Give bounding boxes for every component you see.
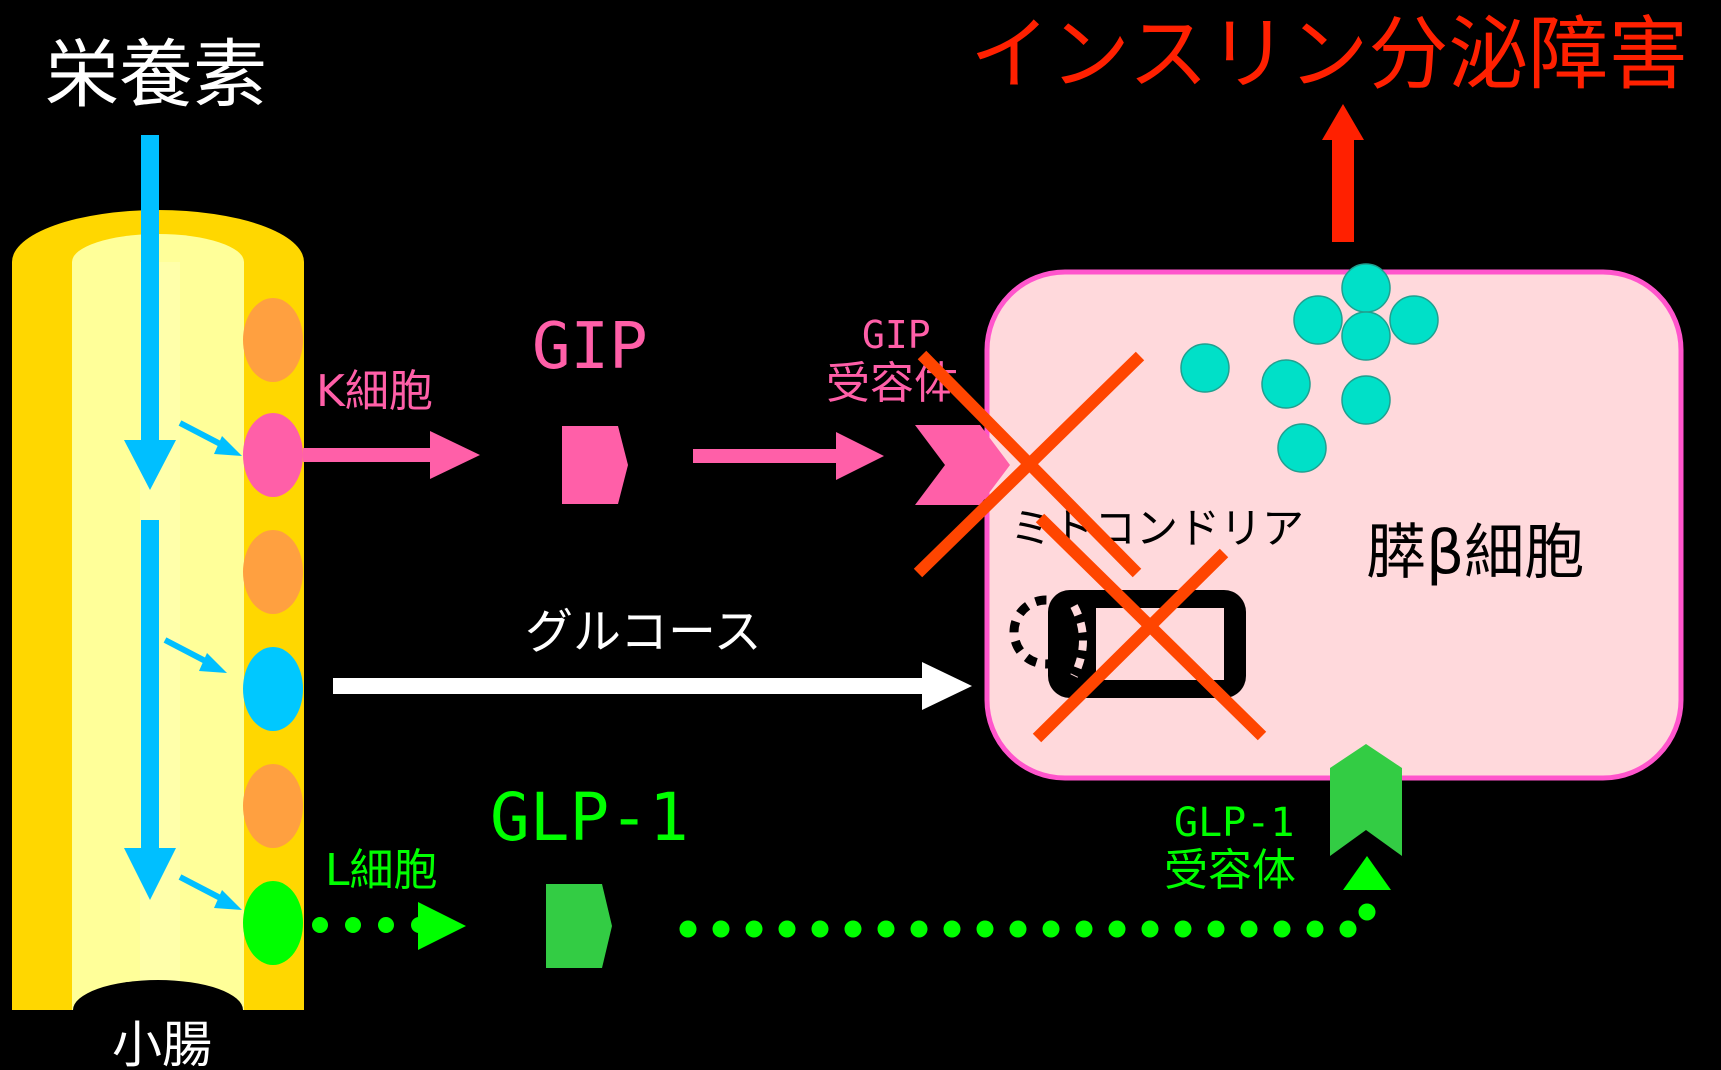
granule: [1341, 263, 1391, 313]
receptor-chevron-icon: [915, 425, 1010, 505]
glp1-receptor-label-1: GLP-1: [1174, 800, 1294, 846]
nutrient-shaft-2: [141, 520, 159, 850]
dot: [345, 917, 361, 933]
dot: [312, 917, 328, 933]
nutrient-flow: [124, 135, 242, 910]
intestinal-cell-orange-3: [243, 764, 303, 848]
granule: [1389, 295, 1439, 345]
granule: [1341, 375, 1391, 425]
gip-receptor-label-1: GIP: [862, 313, 931, 357]
small-arrowhead-icon: [214, 890, 242, 910]
insulin-secretion-disorder-label: インスリン分泌障害: [970, 8, 1688, 101]
granule: [1293, 295, 1343, 345]
intestinal-cell-cyan: [243, 647, 303, 731]
glp1-receptor-label-2: 受容体: [1164, 845, 1296, 896]
arrow-shaft: [1332, 132, 1354, 242]
nutrient-shaft-1: [141, 135, 159, 445]
cross-line-2: [1032, 548, 1229, 743]
gip-to-receptor-arrow: [693, 432, 884, 480]
l-cell-label: L細胞: [325, 845, 438, 896]
granule: [1261, 359, 1311, 409]
intestinal-cells: [243, 298, 303, 965]
granule: [1341, 311, 1391, 361]
down-arrow-icon: [124, 440, 176, 490]
right-arrow-icon: [836, 432, 884, 480]
right-arrow-icon: [430, 431, 480, 479]
up-arrow-icon: [1322, 104, 1364, 140]
glucose-label: グルコース: [525, 604, 762, 660]
intestine-bottom-opening: [73, 980, 243, 1040]
right-arrow-icon: [418, 902, 466, 950]
intestinal-cell-orange-2: [243, 530, 303, 614]
k-cell-label: K細胞: [316, 366, 433, 417]
l-cell: [243, 881, 303, 965]
glucose-arrow: [333, 662, 972, 710]
k-cell-secretion-arrow: [303, 431, 480, 479]
beta-cell-label: 膵β細胞: [1366, 518, 1584, 588]
insulin-granules: [1180, 263, 1439, 473]
cross-mark-icon: [913, 350, 1145, 578]
nutrients-label: 栄養素: [45, 32, 267, 118]
arrow-shaft: [303, 448, 433, 462]
granule: [1180, 343, 1230, 393]
receptor-chevron-icon: [1330, 744, 1402, 856]
cross-line-2: [913, 351, 1145, 578]
hormone-pentagon-icon: [546, 884, 612, 968]
dot: [378, 917, 394, 933]
hormone-pentagon-icon: [562, 426, 628, 504]
right-arrow-icon: [922, 662, 972, 710]
glp1-to-receptor-dotted-path: [679, 856, 1391, 938]
l-cell-secretion-arrow: [312, 902, 466, 950]
arrow-shaft: [693, 449, 841, 463]
intestinal-cell-orange-1: [243, 298, 303, 382]
gip-label: GIP: [532, 310, 648, 384]
glp1-label: GLP-1: [490, 779, 689, 856]
down-arrow-icon: [124, 848, 176, 900]
insulin-secretion-arrow: [1322, 104, 1364, 242]
k-cell: [243, 413, 303, 497]
small-arrowhead-icon: [214, 436, 242, 456]
mitochondria-crista: [1070, 604, 1087, 678]
arrow-shaft: [333, 678, 933, 694]
up-arrow-icon: [1343, 856, 1391, 890]
cross-mark-icon: [1032, 513, 1267, 743]
small-intestine-label: 小腸: [112, 1016, 212, 1070]
small-arrowhead-icon: [199, 653, 227, 673]
granule: [1277, 423, 1327, 473]
